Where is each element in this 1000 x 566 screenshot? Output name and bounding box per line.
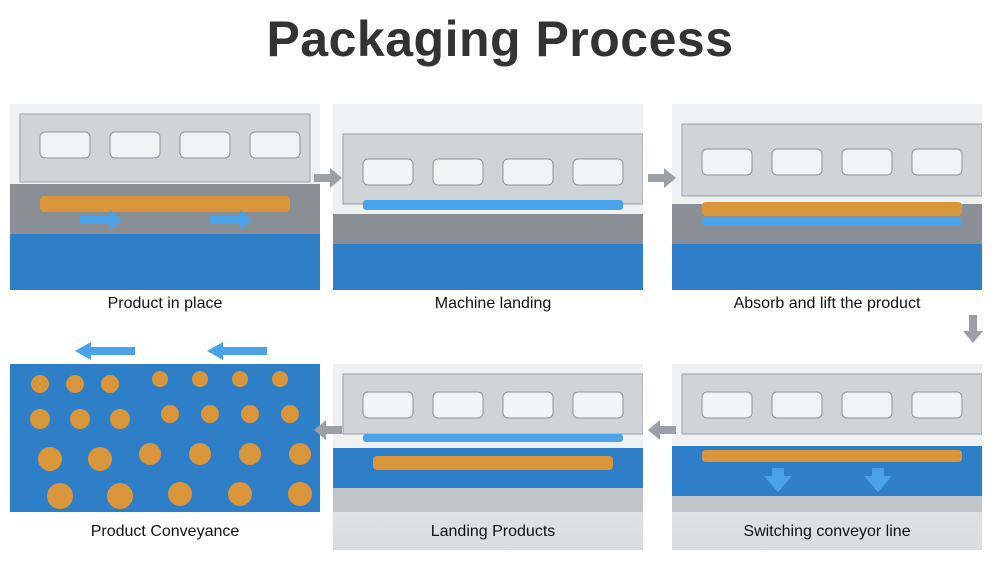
flow-arrow-left-icon (648, 420, 676, 440)
step-3-label: Absorb and lift the product (733, 295, 921, 312)
step-6-label: Product Conveyance (90, 523, 240, 540)
step-4-label: Switching conveyor line (743, 523, 911, 540)
conveyance-arrow-icon (75, 340, 270, 362)
flow-arrow-right-icon (648, 168, 676, 188)
step-4-photo (672, 364, 982, 550)
step-5-photo (333, 364, 643, 550)
page-title: Packaging Process (266, 11, 734, 67)
step-5-label: Landing Products (430, 523, 556, 540)
step-3-photo (672, 104, 982, 290)
step-6-photo (10, 364, 320, 550)
flow-arrow-down-icon (963, 315, 983, 343)
step-1-label: Product in place (107, 295, 223, 312)
step-1-photo (10, 104, 320, 290)
flow-arrow-right-icon (314, 168, 342, 188)
flow-arrow-left-icon (314, 420, 342, 440)
step-2-label: Machine landing (434, 295, 552, 312)
step-2-photo (333, 104, 643, 290)
